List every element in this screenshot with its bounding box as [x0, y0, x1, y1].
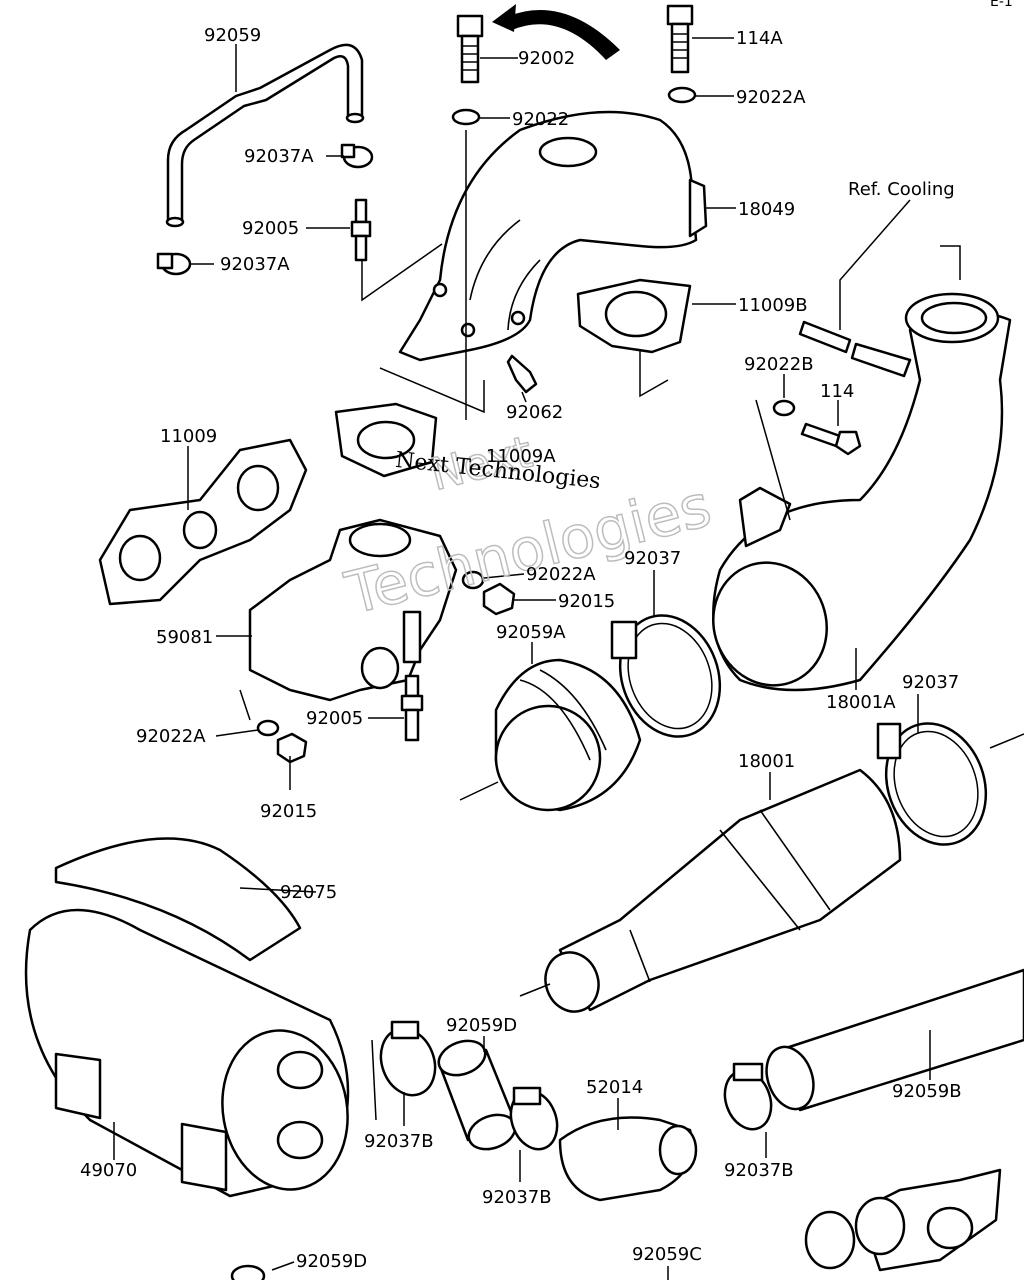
heat-shield-92075-drawing	[54, 837, 302, 962]
hose-92059-drawing	[165, 43, 365, 228]
label-92005-top: 92005	[242, 218, 299, 239]
clamp-92037-mid	[610, 614, 722, 738]
label-92059D: 92059D	[446, 1015, 517, 1036]
nut-92015-low	[276, 732, 308, 764]
label-92022A-top: 92022A	[736, 87, 806, 108]
label-92022: 92022	[512, 109, 569, 130]
manifold-18049-drawing	[398, 110, 708, 362]
label-92022A-low: 92022A	[136, 726, 206, 747]
bolt-114A-drawing	[666, 4, 694, 74]
label-92062: 92062	[506, 402, 563, 423]
muffler-49070-drawing	[24, 908, 350, 1198]
hose-92059D-drawing	[437, 1039, 518, 1151]
clamp-bottom-left	[230, 1264, 266, 1280]
label-92022A-mid: 92022A	[526, 564, 596, 585]
clamp-92037B-right	[723, 1062, 773, 1131]
label-92059: 92059	[204, 25, 261, 46]
gasket-11009A-drawing	[334, 402, 438, 478]
label-92037B-2: 92037B	[482, 1187, 552, 1208]
clamp-92037A-lower	[156, 252, 192, 276]
bolt-92002-drawing	[456, 14, 484, 84]
nut-92015-mid	[482, 582, 516, 616]
corner-text: E-1	[990, 0, 1013, 10]
label-52014: 52014	[586, 1077, 643, 1098]
leader-lines	[113, 37, 1024, 1280]
hose-92059A-drawing	[494, 658, 642, 812]
elbow-52014-drawing	[558, 1116, 698, 1202]
cooling-pipe-drawing	[798, 320, 912, 378]
gasket-11009-drawing	[98, 438, 308, 606]
washer-92022A-mid	[461, 570, 485, 590]
label-59081: 59081	[156, 627, 213, 648]
pipe-18001-drawing	[544, 768, 902, 1013]
arrow-rotation	[492, 4, 620, 60]
label-92037A-2: 92037A	[220, 254, 290, 275]
label-49070: 49070	[80, 1160, 137, 1181]
pipe-18001A-drawing	[712, 292, 1012, 692]
label-92059B: 92059B	[892, 1081, 962, 1102]
label-18001A: 18001A	[826, 692, 896, 713]
label-92075: 92075	[280, 882, 337, 903]
label-114A: 114A	[736, 28, 783, 49]
label-92005-low: 92005	[306, 708, 363, 729]
label-ref-cooling: Ref. Cooling	[848, 179, 955, 200]
hose-92059B-drawing	[765, 968, 1024, 1112]
washer-92022B	[772, 399, 796, 417]
elbow-59081-drawing	[248, 518, 458, 702]
part-labels: 92059 92002 114A 92022A 92022 92037A 180…	[80, 25, 962, 1272]
clamp-92037A-upper	[340, 143, 374, 169]
label-92002: 92002	[518, 48, 575, 69]
label-92037B-1: 92037B	[364, 1131, 434, 1152]
clamp-92037B-left	[379, 1020, 437, 1097]
screw-92062-drawing	[506, 354, 538, 394]
label-18049: 18049	[738, 199, 795, 220]
clamp-92037B-mid	[509, 1086, 559, 1151]
label-18001: 18001	[738, 751, 795, 772]
washer-92022	[451, 108, 481, 126]
label-92037B-3: 92037B	[724, 1160, 794, 1181]
washer-92022A-top	[667, 86, 697, 104]
label-92059D-bottom: 92059D	[296, 1251, 367, 1272]
bolt-114-drawing	[800, 422, 862, 456]
label-92059C: 92059C	[632, 1244, 702, 1265]
washer-92022A-low	[256, 719, 280, 737]
fitting-92005-lower	[400, 674, 424, 742]
label-11009A: 11009A	[486, 446, 556, 467]
flange-bottom-right-drawing	[804, 1168, 1002, 1272]
clamp-92037-right	[876, 722, 988, 846]
label-92015-mid: 92015	[558, 591, 615, 612]
label-114: 114	[820, 381, 854, 402]
label-11009: 11009	[160, 426, 217, 447]
gasket-11009B-drawing	[576, 278, 692, 354]
label-92037A-1: 92037A	[244, 146, 314, 167]
label-92059A: 92059A	[496, 622, 566, 643]
label-92022B: 92022B	[744, 354, 814, 375]
label-11009B: 11009B	[738, 295, 808, 316]
label-92037-right: 92037	[902, 672, 959, 693]
label-92037-mid: 92037	[624, 548, 681, 569]
label-92015-low: 92015	[260, 801, 317, 822]
fitting-92005-upper	[350, 198, 372, 262]
